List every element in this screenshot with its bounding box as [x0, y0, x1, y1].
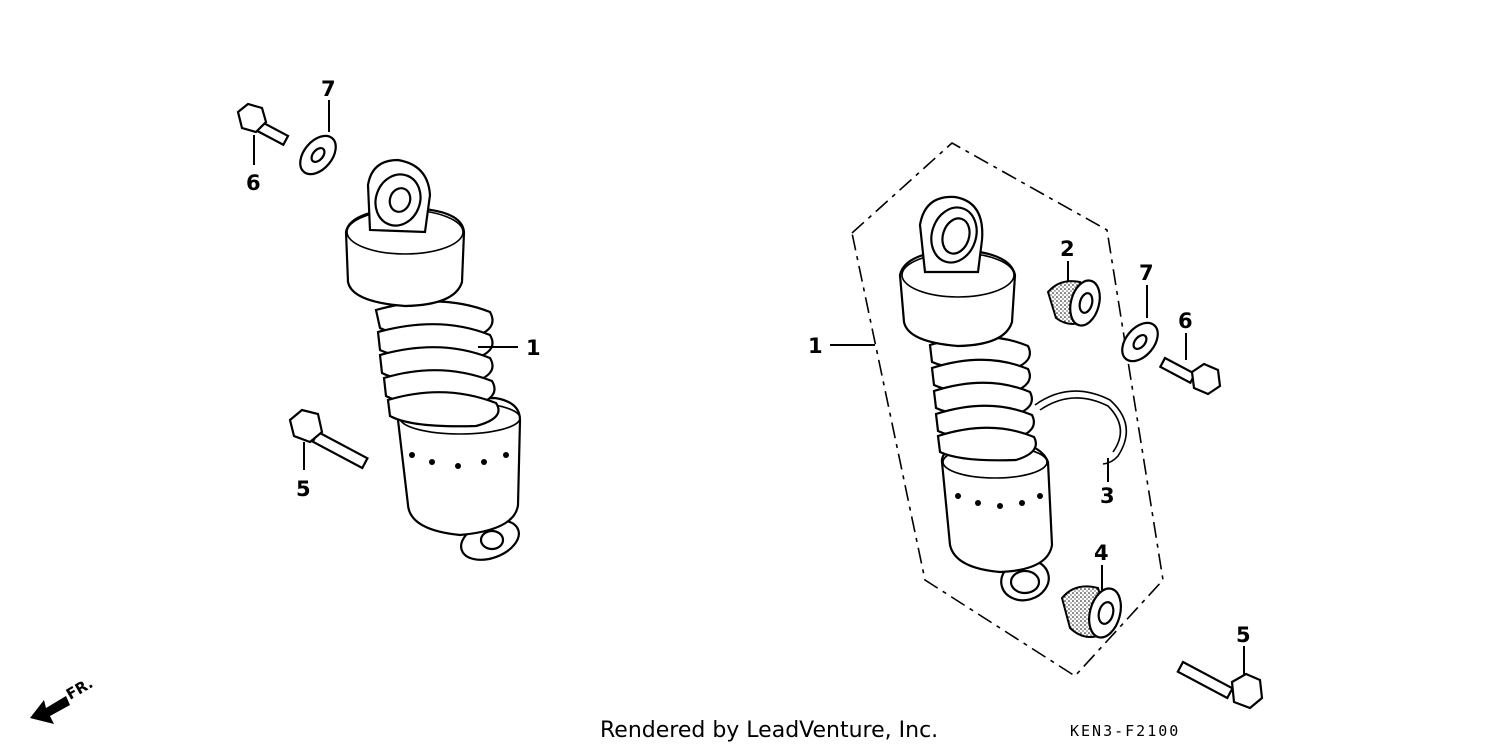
callout-right-bolt-6: 6	[1178, 309, 1193, 333]
kit-outline	[851, 142, 1164, 678]
callout-left-bolt-6: 6	[246, 171, 261, 195]
callout-right-bolt-5: 5	[1236, 623, 1251, 647]
front-arrow-label: FR.	[63, 674, 96, 703]
left-lower-bolt[interactable]	[288, 408, 369, 470]
credit-text: Rendered by LeadVenture, Inc.	[600, 718, 939, 743]
callout-right-washer-7: 7	[1139, 261, 1154, 285]
callout-right-shock: 1	[808, 334, 823, 358]
callout-clip-3: 3	[1100, 484, 1115, 508]
callout-bushing-4: 4	[1094, 541, 1109, 565]
callout-left-shock: 1	[526, 336, 541, 360]
retaining-clip[interactable]	[1034, 390, 1128, 465]
callout-left-washer-7: 7	[321, 77, 336, 101]
diagram-code: KEN3-F2100	[1070, 722, 1181, 740]
left-upper-bolt[interactable]	[236, 102, 290, 147]
callout-left-bolt-5: 5	[296, 477, 311, 501]
right-lower-bolt[interactable]	[1176, 660, 1264, 710]
left-shock-absorber[interactable]	[344, 158, 524, 567]
right-shock-absorber[interactable]	[898, 195, 1054, 606]
left-washer[interactable]	[293, 129, 343, 181]
lower-bushing[interactable]	[1060, 585, 1126, 641]
upper-bushing[interactable]	[1046, 277, 1104, 329]
front-direction-arrow-icon: FR.	[30, 674, 96, 724]
callout-bushing-2: 2	[1060, 237, 1075, 261]
right-washer[interactable]	[1115, 316, 1165, 368]
right-upper-bolt[interactable]	[1158, 356, 1222, 396]
